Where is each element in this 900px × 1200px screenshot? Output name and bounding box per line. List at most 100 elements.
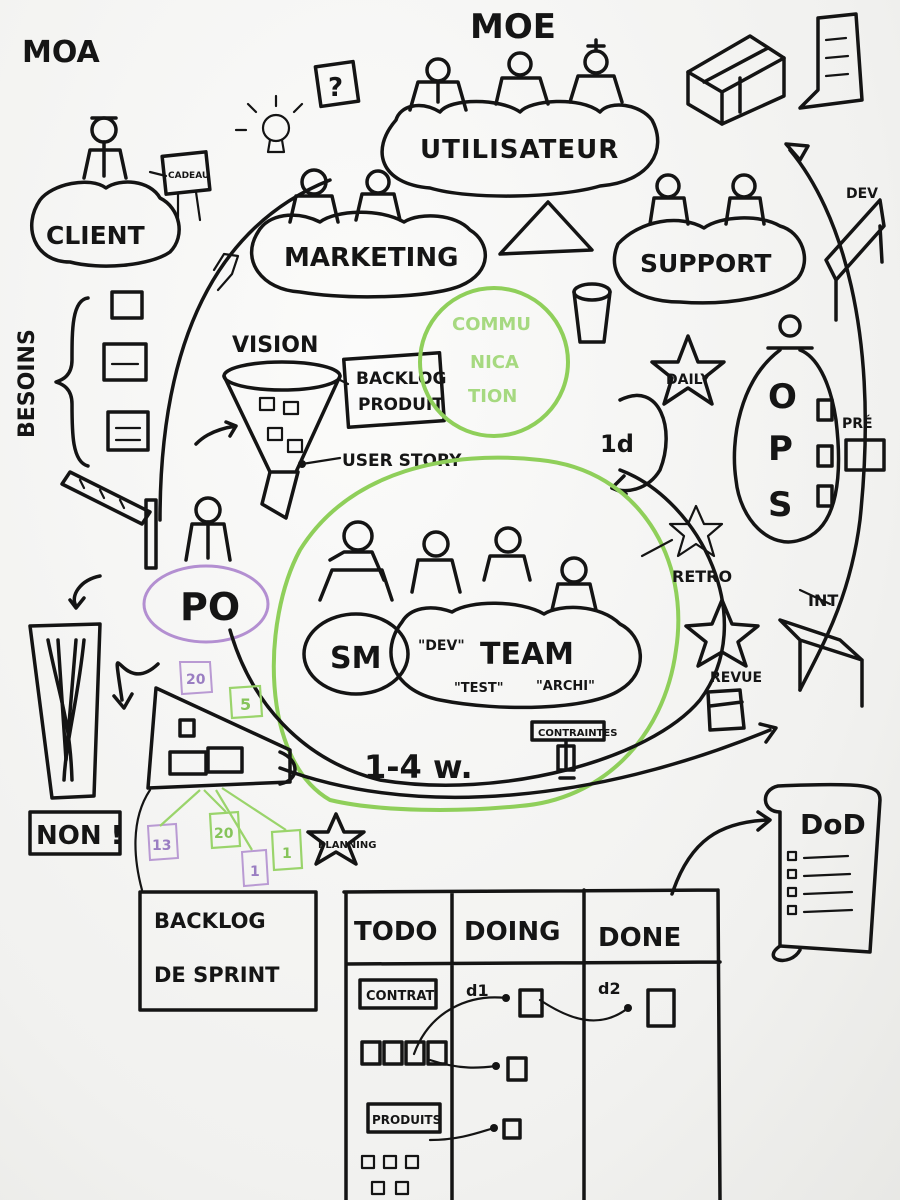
- communication-circle: [418, 286, 570, 438]
- team-cloud: [389, 601, 642, 710]
- daily-label: DAILY: [666, 372, 711, 388]
- support-people: [648, 173, 766, 226]
- kanban-col-todo: TODO: [354, 917, 438, 947]
- svg-text:REVUE: REVUE: [710, 670, 762, 686]
- svg-text:PLANNING: PLANNING: [318, 840, 376, 851]
- estimation-cards: 20 5 13 20 1 1: [146, 661, 304, 888]
- dod-scroll: DoD: [763, 782, 882, 963]
- po-ellipse: [142, 564, 270, 644]
- ops-s: S: [768, 485, 793, 525]
- svg-text:d1: d1: [466, 981, 489, 1000]
- retro-star-icon: [668, 504, 724, 558]
- svg-text:BACKLOG: BACKLOG: [154, 909, 266, 933]
- po-person-icon: [184, 496, 232, 562]
- svg-text:PRÉ: PRÉ: [842, 415, 873, 432]
- glass-icon: [28, 622, 102, 800]
- kanban-board: TODO DOING DONE CONTRAT PRODUITS d1 d2: [342, 888, 722, 1200]
- client-to-vision-arrow: [158, 178, 332, 522]
- team-people: [318, 520, 598, 612]
- int-bench-icon: INT: [778, 588, 864, 708]
- kanban-item-contrat: CONTRAT: [366, 989, 434, 1004]
- daily-star-icon: DAILY: [650, 334, 726, 406]
- svg-text:DoD: DoD: [800, 808, 866, 841]
- utilisateur-people: [408, 38, 624, 112]
- svg-text:NON !: NON !: [36, 821, 123, 851]
- barrier-icon: [60, 470, 152, 526]
- moa-label: MOA: [22, 35, 101, 70]
- one-day-label: 1d: [600, 430, 634, 458]
- team-label: TEAM: [480, 637, 574, 672]
- po-label: PO: [180, 585, 240, 629]
- svg-text:1: 1: [282, 846, 292, 862]
- moe-label: MOE: [470, 7, 556, 47]
- client-label: CLIENT: [46, 221, 145, 250]
- server-bench-icon: DEV: [824, 186, 886, 322]
- communication-label-2: NICA: [470, 352, 519, 373]
- question-icon: ?: [313, 59, 361, 109]
- svg-text:DEV: DEV: [846, 186, 878, 202]
- ops-o: O: [768, 377, 797, 417]
- besoins-notes: [102, 290, 150, 452]
- planning-star-icon: PLANNING: [306, 812, 376, 866]
- sprint-loop-arrow: [228, 468, 727, 787]
- kanban-col-doing: DOING: [464, 917, 560, 947]
- besoins-label: BESOINS: [15, 329, 40, 438]
- lightbulb-icon: [234, 94, 304, 154]
- cadeau-board-icon: CADEAU: [148, 150, 212, 222]
- sm-label: SM: [330, 641, 381, 676]
- vision-label: VISION: [232, 333, 318, 358]
- besoins-brace: [54, 296, 90, 468]
- deploy-arrow: [788, 148, 867, 692]
- kanban-col-done: DONE: [598, 923, 681, 953]
- svg-text:5: 5: [240, 695, 251, 714]
- daily-loop: [610, 393, 668, 493]
- dev-label: "DEV": [418, 638, 465, 654]
- review-star-icon: REVUE: [684, 598, 762, 732]
- client-person-icon: [82, 116, 128, 180]
- backlog-produit-note: BACKLOG PRODUIT: [341, 350, 446, 430]
- duration-label: 1-4 w.: [364, 748, 473, 786]
- cup-icon: [572, 282, 612, 344]
- svg-text:DE SPRINT: DE SPRINT: [154, 963, 280, 987]
- contraintes-sign: CONTRAINTES: [530, 720, 617, 780]
- support-label: SUPPORT: [640, 249, 771, 278]
- svg-text:INT: INT: [808, 591, 838, 610]
- client-cloud: [30, 180, 181, 268]
- support-cloud: [612, 216, 807, 305]
- test-label: "TEST": [454, 681, 504, 696]
- svg-text:13: 13: [152, 838, 171, 854]
- svg-text:CONTRAINTES: CONTRAINTES: [538, 728, 617, 739]
- planning-trapezoid: [146, 686, 292, 790]
- non-note: NON !: [28, 810, 123, 856]
- communication-label-3: TION: [468, 386, 517, 407]
- svg-text:BACKLOG: BACKLOG: [356, 369, 446, 389]
- ops-p: P: [768, 429, 793, 469]
- retro-label: RETRO: [672, 567, 732, 586]
- svg-text:PRODUIT: PRODUIT: [358, 395, 444, 415]
- backlog-sprint-box: BACKLOG DE SPRINT: [138, 890, 318, 1012]
- hand-icon: [212, 252, 240, 292]
- funnel-icon: [222, 360, 342, 520]
- sm-ellipse: [302, 612, 410, 696]
- archi-label: "ARCHI": [536, 679, 595, 694]
- marketing-label: MARKETING: [284, 243, 458, 273]
- sprint-green-circle: [271, 455, 681, 812]
- svg-text:?: ?: [328, 73, 343, 103]
- pre-server-icon: PRÉ: [816, 398, 886, 508]
- svg-text:1: 1: [250, 864, 260, 880]
- kanban-item-produits: PRODUITS: [372, 1113, 441, 1127]
- marketing-cloud: [249, 210, 487, 299]
- communication-label-1: COMMU: [452, 314, 531, 335]
- svg-text:d2: d2: [598, 979, 621, 998]
- document-icon: [798, 12, 864, 110]
- box-icon: [686, 34, 786, 126]
- svg-text:CADEAU: CADEAU: [168, 171, 209, 181]
- svg-text:20: 20: [186, 672, 206, 688]
- triangle-shape: [498, 200, 594, 256]
- svg-text:20: 20: [214, 826, 234, 842]
- user-story-pointer: [300, 456, 342, 466]
- utilisateur-cloud: [380, 99, 660, 198]
- utilisateur-label: UTILISATEUR: [420, 135, 619, 165]
